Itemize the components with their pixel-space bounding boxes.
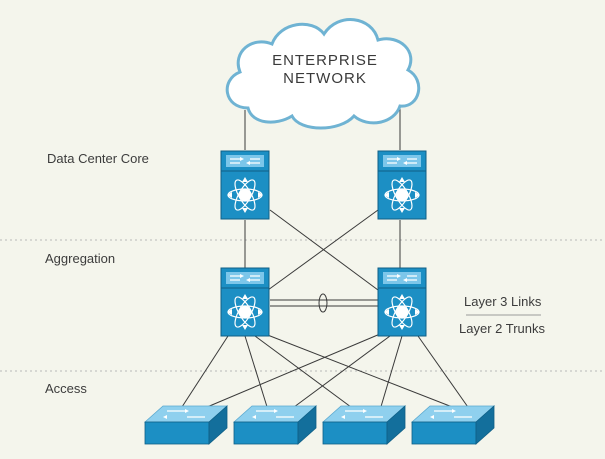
link-agg-right-acc-3: [379, 335, 403, 411]
layer-label-aggregation: Aggregation: [45, 251, 116, 266]
link-agg-left-acc-1: [179, 335, 229, 411]
links: [179, 100, 471, 411]
access-switch-2[interactable]: [233, 405, 317, 445]
access-switch-1[interactable]: [144, 405, 228, 445]
aggregation-switch-right[interactable]: [377, 267, 427, 337]
link-agg-left-acc-2: [244, 335, 269, 411]
link-agg-right-acc-1: [199, 333, 381, 411]
layer-label-access: Access: [45, 381, 87, 396]
core-switch-right[interactable]: [377, 150, 427, 220]
link-agg-right-acc-2: [289, 335, 391, 411]
aggregation-switch-left[interactable]: [220, 267, 270, 337]
link-core-left-agg-right: [269, 209, 379, 291]
core-switch-left[interactable]: [220, 150, 270, 220]
port-channel-ellipse: [318, 293, 328, 313]
legend-layer3-links: Layer 3 Links: [464, 294, 542, 309]
cloud-label-line2: NETWORK: [283, 70, 367, 87]
legend-layer2-trunks: Layer 2 Trunks: [459, 321, 545, 336]
link-agg-right-acc-4: [417, 335, 471, 411]
layer-label-core: Data Center Core: [47, 151, 149, 166]
link-agg-left-acc-3: [254, 335, 356, 411]
cloud-label-line1: ENTERPRISE: [272, 52, 378, 69]
link-core-right-agg-left: [267, 209, 379, 291]
access-switch-4[interactable]: [411, 405, 495, 445]
access-switch-3[interactable]: [322, 405, 406, 445]
enterprise-cloud: [225, 18, 421, 130]
link-agg-left-acc-4: [264, 333, 461, 411]
